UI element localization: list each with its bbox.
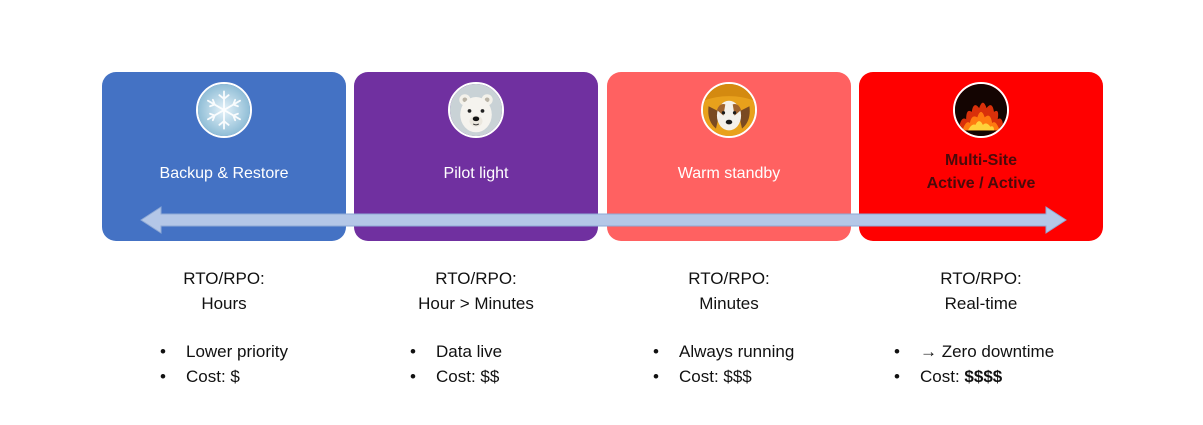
tier-bullets-backup: Lower priority Cost: $ (160, 339, 288, 389)
list-item: Data live (410, 339, 502, 364)
tier-bullets-warm: Always running Cost: $$$ (653, 339, 794, 389)
tier-title: Multi-Site Active / Active (926, 152, 1036, 192)
dog-icon (701, 82, 757, 138)
rto-rpo-multi: RTO/RPO: Real-time (940, 269, 1022, 313)
tier-bullets-multi: → Zero downtime Cost: $$$$ (894, 339, 1054, 389)
polar-bear-icon (448, 82, 504, 138)
rto-rpo-pilot: RTO/RPO: Hour > Minutes (418, 269, 534, 313)
list-item: Cost: $ (160, 364, 288, 389)
tier-card-pilot-light: Pilot light (354, 72, 598, 241)
list-item: Lower priority (160, 339, 288, 364)
rto-rpo-warm: RTO/RPO: Minutes (688, 269, 770, 313)
list-item: Always running (653, 339, 794, 364)
cost-label: Cost: (920, 367, 965, 386)
rto-rpo-backup: RTO/RPO: Hours (183, 269, 265, 313)
tier-bullets-pilot: Data live Cost: $$ (410, 339, 502, 389)
tier-card-backup-restore: Backup & Restore (102, 72, 346, 241)
tier-title: Warm standby (677, 165, 781, 182)
tier-card-warm-standby: Warm standby (607, 72, 851, 241)
snowflake-icon (196, 82, 252, 138)
list-item: Cost: $$ (410, 364, 502, 389)
cost-value: $$$$ (964, 367, 1003, 386)
tier-card-multi-site: Multi-Site Active / Active (859, 72, 1103, 241)
list-item: → Zero downtime (894, 339, 1054, 364)
fire-icon (953, 82, 1009, 138)
list-item: Cost: $$$ (653, 364, 794, 389)
tier-title: Backup & Restore (159, 165, 289, 182)
list-item: Cost: $$$$ (894, 364, 1054, 389)
tier-title: Pilot light (443, 165, 509, 182)
